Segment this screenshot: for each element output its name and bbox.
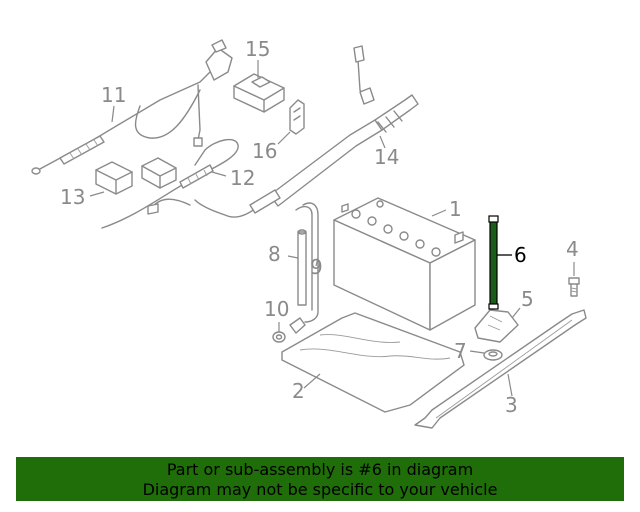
nut-part-7 (483, 349, 503, 361)
vent-tube-part-9 (289, 202, 319, 334)
leader-lines (89, 60, 575, 397)
bolt-part-4 (568, 277, 580, 297)
callout-1: 1 (449, 197, 462, 221)
battery-part-1 (333, 197, 476, 331)
callout-12: 12 (230, 166, 255, 190)
parts-diagram: 1 2 3 4 5 6 7 8 9 10 11 12 13 14 15 16 (31, 37, 587, 429)
callout-8: 8 (268, 242, 281, 266)
callout-5: 5 (521, 287, 534, 311)
rod-part-6 (488, 215, 499, 310)
callout-9: 9 (310, 255, 323, 279)
fuse-box-part-15 (233, 73, 285, 113)
banner-line-1: Part or sub-assembly is #6 in diagram (166, 460, 474, 479)
callout-7: 7 (454, 339, 467, 363)
callout-11: 11 (101, 83, 126, 107)
grommet-part-10 (272, 331, 286, 343)
callouts: 1 2 3 4 5 6 7 8 9 10 11 12 13 14 15 16 (60, 37, 579, 417)
cable-part-12 (101, 138, 239, 229)
clip-part-16 (289, 99, 305, 135)
clamp-part-5 (474, 309, 519, 343)
callout-10: 10 (264, 297, 289, 321)
connector-part-13 (95, 157, 177, 195)
callout-4: 4 (566, 237, 579, 261)
banner-line-2: Diagram may not be specific to your vehi… (142, 480, 498, 499)
callout-3: 3 (505, 393, 518, 417)
callout-6: 6 (514, 243, 527, 267)
tray-mat-part-2 (281, 312, 465, 413)
callout-13: 13 (60, 185, 85, 209)
callout-15: 15 (245, 37, 270, 61)
callout-2: 2 (292, 379, 305, 403)
positive-cable-part-14 (194, 45, 419, 218)
cable-part-11 (31, 39, 233, 175)
callout-14: 14 (374, 145, 399, 169)
info-banner: Part or sub-assembly is #6 in diagram Di… (16, 457, 624, 501)
callout-16: 16 (252, 139, 277, 163)
hose-part-8 (297, 229, 307, 306)
hold-down-bracket-part-3 (414, 309, 587, 429)
